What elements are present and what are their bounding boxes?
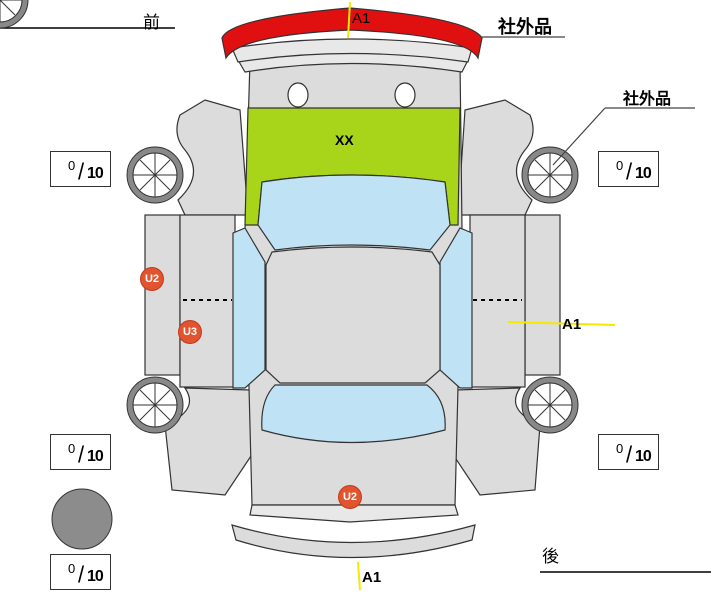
damage-mark-right-door[interactable]: A1 [562,316,582,333]
tread-box-rear-left: 0/10 [50,434,111,470]
slash: / [626,158,633,185]
wheels [0,0,29,29]
aftermarket-bumper-label: 社外品 [498,17,552,37]
tread-box-front-left: 0/10 [50,151,111,187]
right-front-fender[interactable] [457,99,534,216]
slash: / [78,441,85,468]
badge-left-rear-door[interactable]: U3 [179,321,201,343]
left-side-window[interactable] [232,227,266,389]
left-rocker-panel[interactable] [144,214,181,376]
rear-label: 後 [542,547,559,566]
left-front-fender[interactable] [176,99,249,216]
right-headlight [394,82,416,108]
tread-value: 0 [68,561,76,576]
tread-box-rear-right: 0/10 [598,434,659,470]
damage-mark-rear-bumper[interactable]: A1 [362,569,382,586]
tread-value: 0 [68,441,76,456]
slash: / [78,561,85,588]
aftermarket-wheel-label: 社外品 [623,91,672,108]
roof[interactable] [265,246,441,384]
slash: / [626,441,633,468]
tread-box-spare: 0/10 [50,554,111,590]
rear-bumper[interactable] [231,524,476,559]
wheel-rear-left-icon[interactable] [126,376,184,434]
tread-value: 0 [616,158,624,173]
right-rocker-panel[interactable] [524,214,561,376]
damage-mark-front-bumper[interactable]: A1 [352,10,371,27]
slash: / [78,158,85,185]
wheel-rear-right-icon[interactable] [521,376,579,434]
wheel-front-right-icon[interactable] [521,146,579,204]
rear-window[interactable] [261,384,446,444]
wheel-front-left-icon[interactable] [126,146,184,204]
badge-left-front-door[interactable]: U2 [141,268,163,290]
hood-mark: XX [335,132,354,148]
front-label: 前 [143,13,160,32]
tread-box-front-right: 0/10 [598,151,659,187]
tread-denominator: 10 [635,165,652,182]
tread-denominator: 10 [87,568,104,585]
badge-trunk[interactable]: U2 [339,486,361,508]
tread-value: 0 [616,441,624,456]
spare-tire-icon[interactable] [51,488,113,550]
tread-value: 0 [68,158,76,173]
windshield[interactable] [257,174,451,251]
front-bumper[interactable] [221,7,483,60]
tread-denominator: 10 [635,448,652,465]
tread-denominator: 10 [87,165,104,182]
left-headlight [287,82,309,108]
tread-denominator: 10 [87,448,104,465]
